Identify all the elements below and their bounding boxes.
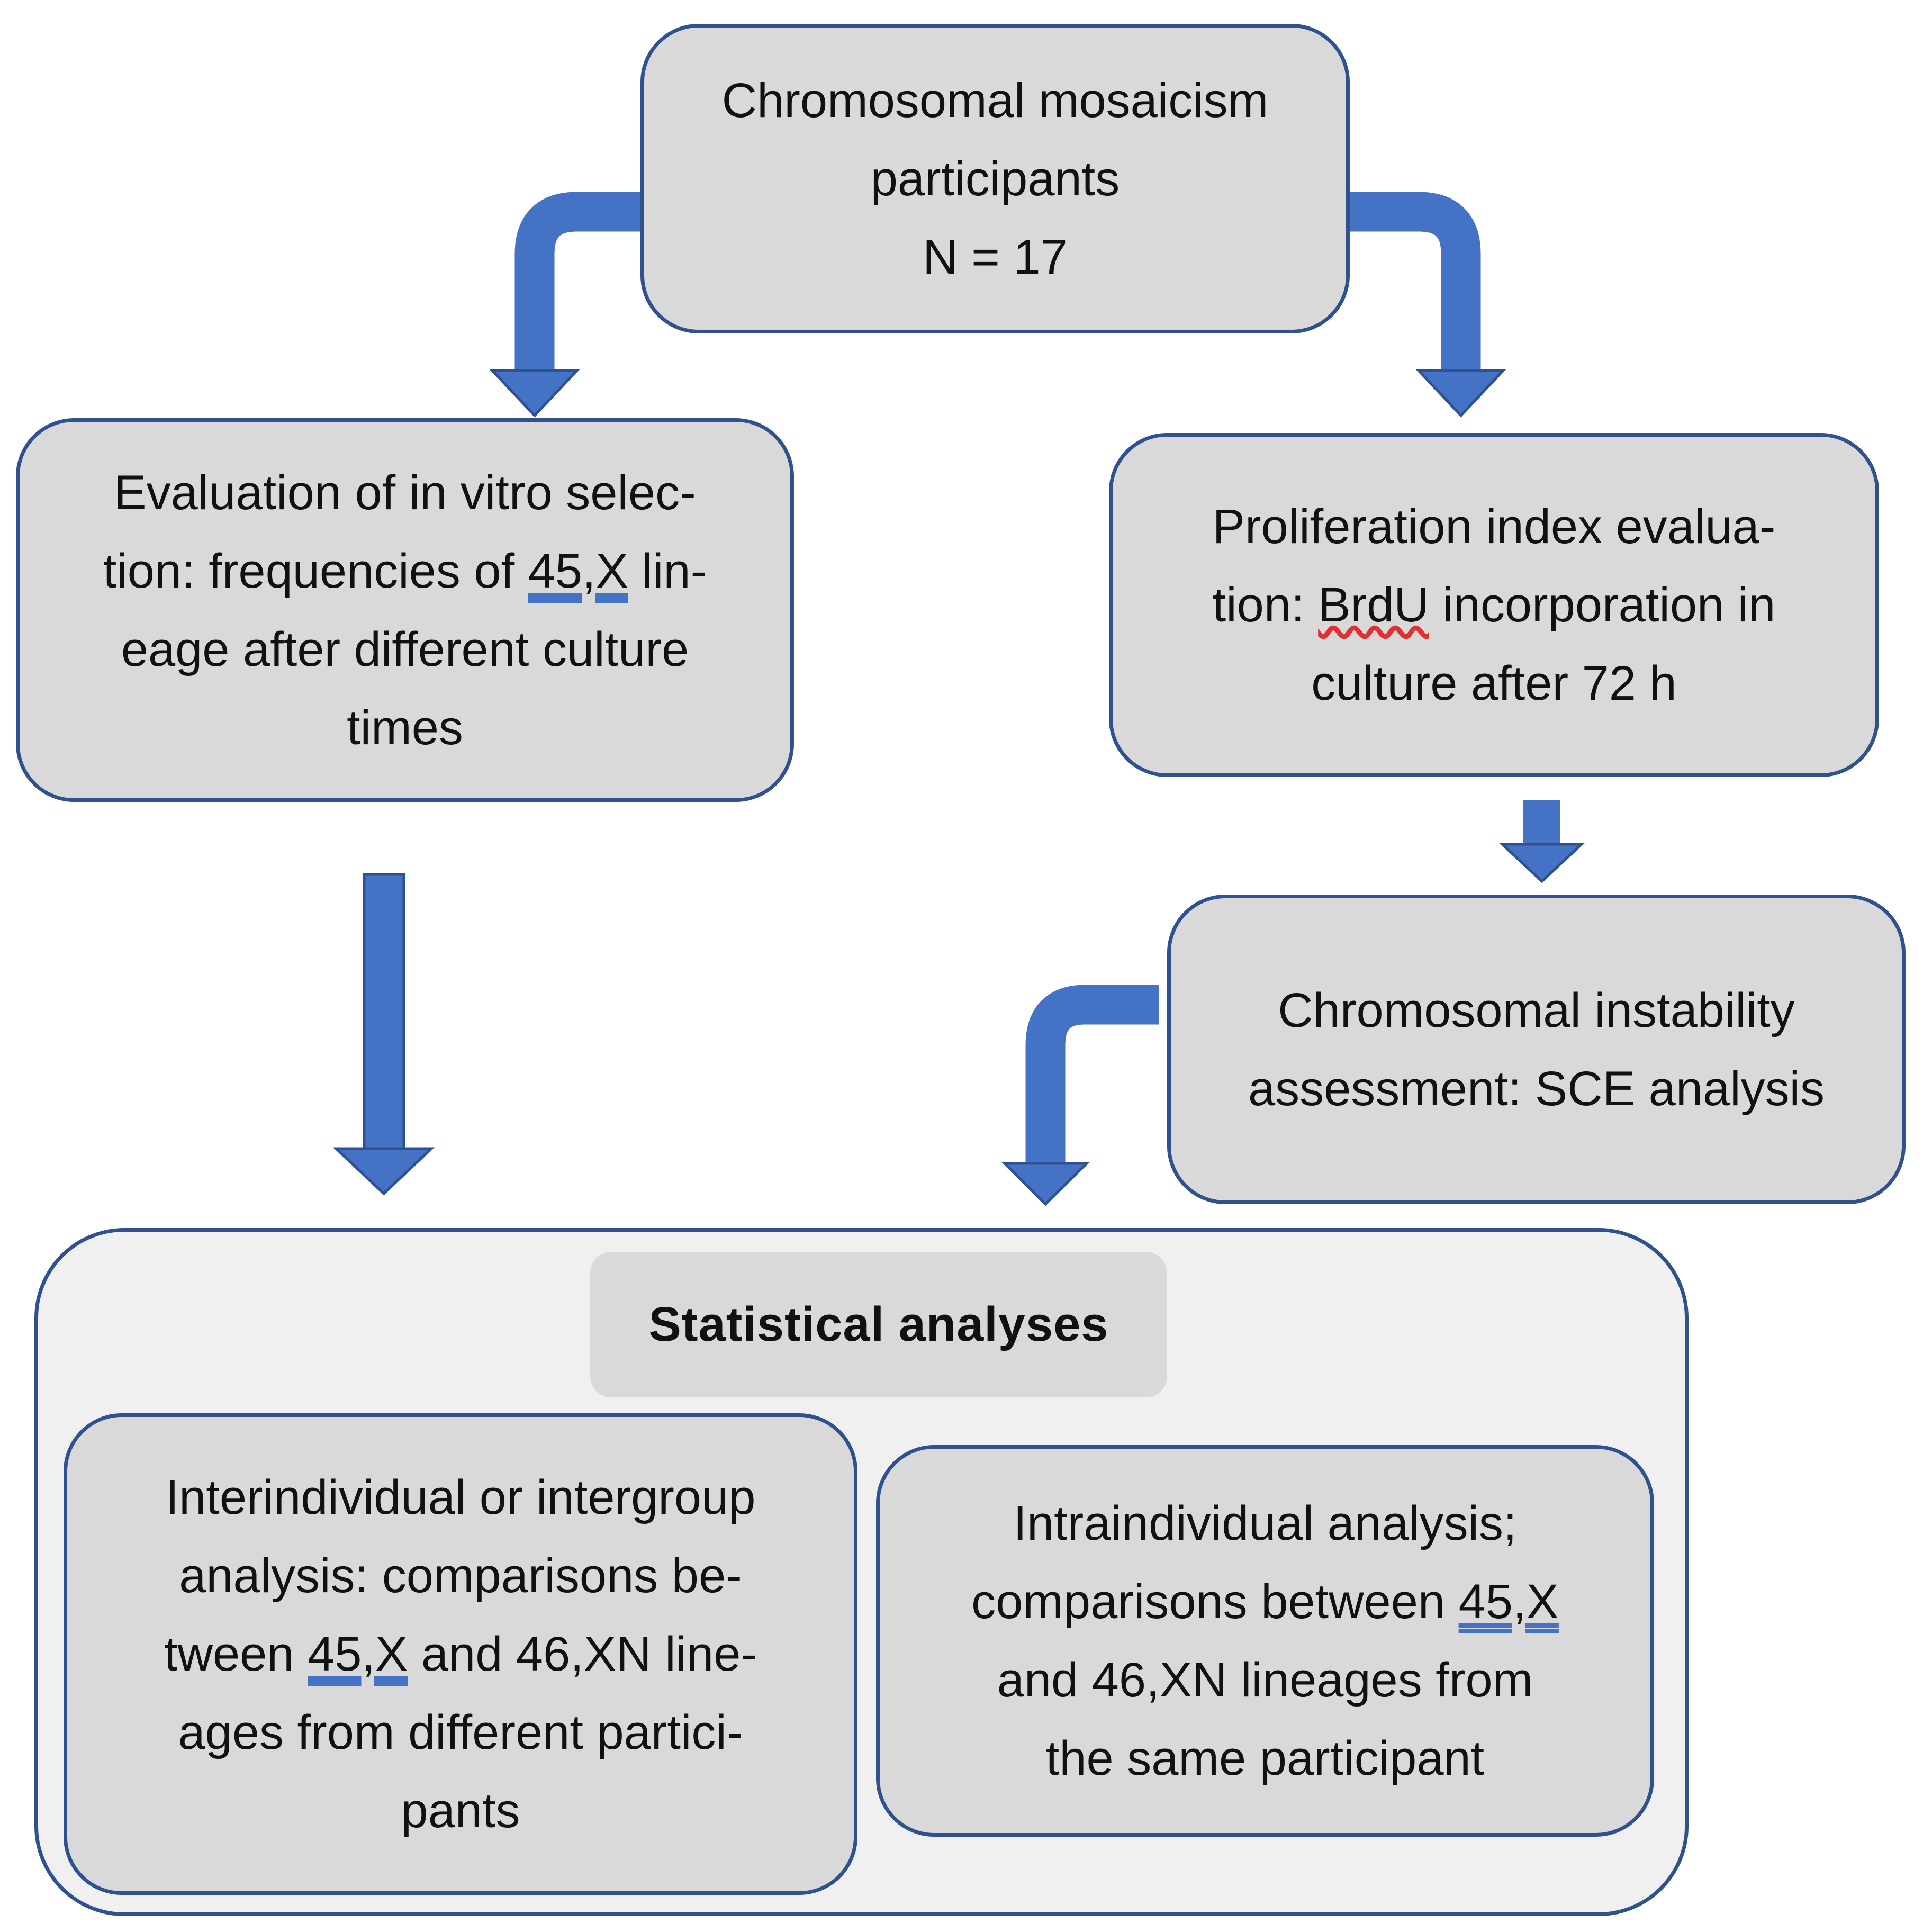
proliferation-line-1: Proliferation index evalua-: [1212, 500, 1776, 554]
in-vitro-line-1: Evaluation of in vitro selec-: [114, 465, 696, 520]
in-vitro-line-3: eage after different culture: [121, 622, 689, 676]
interindividual-line-3-post: and 46,XN line-: [408, 1627, 757, 1681]
interindividual-box: Interindividual or intergroup analysis: …: [64, 1413, 857, 1895]
arrow-participants-to-invitro: [514, 192, 648, 371]
instability-line-2: assessment: SCE analysis: [1248, 1061, 1825, 1116]
participants-line-2: participants: [870, 151, 1120, 206]
interindividual-line-3-mark: 45,X: [308, 1627, 408, 1681]
arrow-invitro-to-statistics-head: [332, 1147, 435, 1196]
arrow-instability-to-statistics: [1025, 985, 1159, 1164]
interindividual-line-2: analysis: comparisons be-: [179, 1549, 742, 1603]
instability-line-1: Chromosomal instability: [1278, 983, 1795, 1037]
participants-text: Chromosomal mosaicism participants N = 1…: [722, 61, 1269, 296]
arrow-invitro-to-statistics: [363, 873, 405, 1151]
proliferation-line-2-pre: tion:: [1212, 578, 1319, 632]
proliferation-line-2-post: incorporation in: [1429, 578, 1776, 632]
participants-line-3: N = 17: [923, 230, 1068, 284]
in-vitro-selection-box: Evaluation of in vitro selec- tion: freq…: [16, 418, 794, 802]
interindividual-line-4: ages from different partici-: [178, 1705, 743, 1759]
interindividual-line-1: Interindividual or intergroup: [165, 1470, 756, 1524]
interindividual-line-3-pre: tween: [164, 1627, 308, 1681]
proliferation-line-3: culture after 72 h: [1311, 656, 1677, 710]
intraindividual-line-2-mark: 45,X: [1458, 1575, 1559, 1629]
arrow-participants-to-proliferation: [1344, 192, 1481, 371]
participants-line-1: Chromosomal mosaicism: [721, 73, 1269, 128]
arrow-instability-to-statistics-head: [1001, 1162, 1090, 1206]
arrow-participants-to-proliferation-head: [1415, 369, 1506, 418]
interindividual-line-5: pants: [401, 1784, 520, 1838]
intraindividual-line-3: and 46,XN lineages from: [997, 1653, 1533, 1707]
proliferation-line-2: tion: BrdU incorporation in: [1213, 566, 1776, 644]
proliferation-line-2-mark: BrdU: [1318, 578, 1429, 632]
participants-box: Chromosomal mosaicism participants N = 1…: [640, 24, 1350, 333]
proliferation-text: Proliferation index evalua- tion: BrdU i…: [1213, 487, 1776, 723]
instability-box: Chromosomal instability assessment: SCE …: [1167, 895, 1906, 1204]
instability-text: Chromosomal instability assessment: SCE …: [1248, 971, 1825, 1128]
intraindividual-line-2-pre: comparisons between: [971, 1575, 1459, 1629]
intraindividual-text: Intraindividual analysis; comparisons be…: [971, 1484, 1559, 1798]
in-vitro-selection-text: Evaluation of in vitro selec- tion: freq…: [103, 454, 707, 767]
intraindividual-line-1: Intraindividual analysis;: [1013, 1496, 1517, 1550]
proliferation-box: Proliferation index evalua- tion: BrdU i…: [1109, 433, 1879, 777]
intraindividual-line-4: the same participant: [1045, 1731, 1485, 1785]
arrow-participants-to-invitro-head: [489, 369, 580, 418]
in-vitro-line-2-pre: tion: frequencies of: [103, 544, 528, 598]
in-vitro-line-2: tion: frequencies of 45,X lin-: [103, 532, 707, 610]
in-vitro-line-4: times: [347, 700, 463, 755]
intraindividual-box: Intraindividual analysis; comparisons be…: [876, 1445, 1654, 1837]
in-vitro-line-2-mark: 45,X: [528, 544, 628, 598]
arrow-proliferation-to-instability-head: [1498, 843, 1585, 883]
arrow-proliferation-to-instability: [1523, 800, 1560, 845]
in-vitro-line-2-post: lin-: [628, 544, 707, 598]
interindividual-text: Interindividual or intergroup analysis: …: [164, 1458, 757, 1850]
interindividual-line-3: tween 45,X and 46,XN line-: [164, 1615, 757, 1693]
statistical-analyses-title: Statistical analyses: [590, 1252, 1167, 1397]
intraindividual-line-2: comparisons between 45,X: [971, 1563, 1559, 1641]
